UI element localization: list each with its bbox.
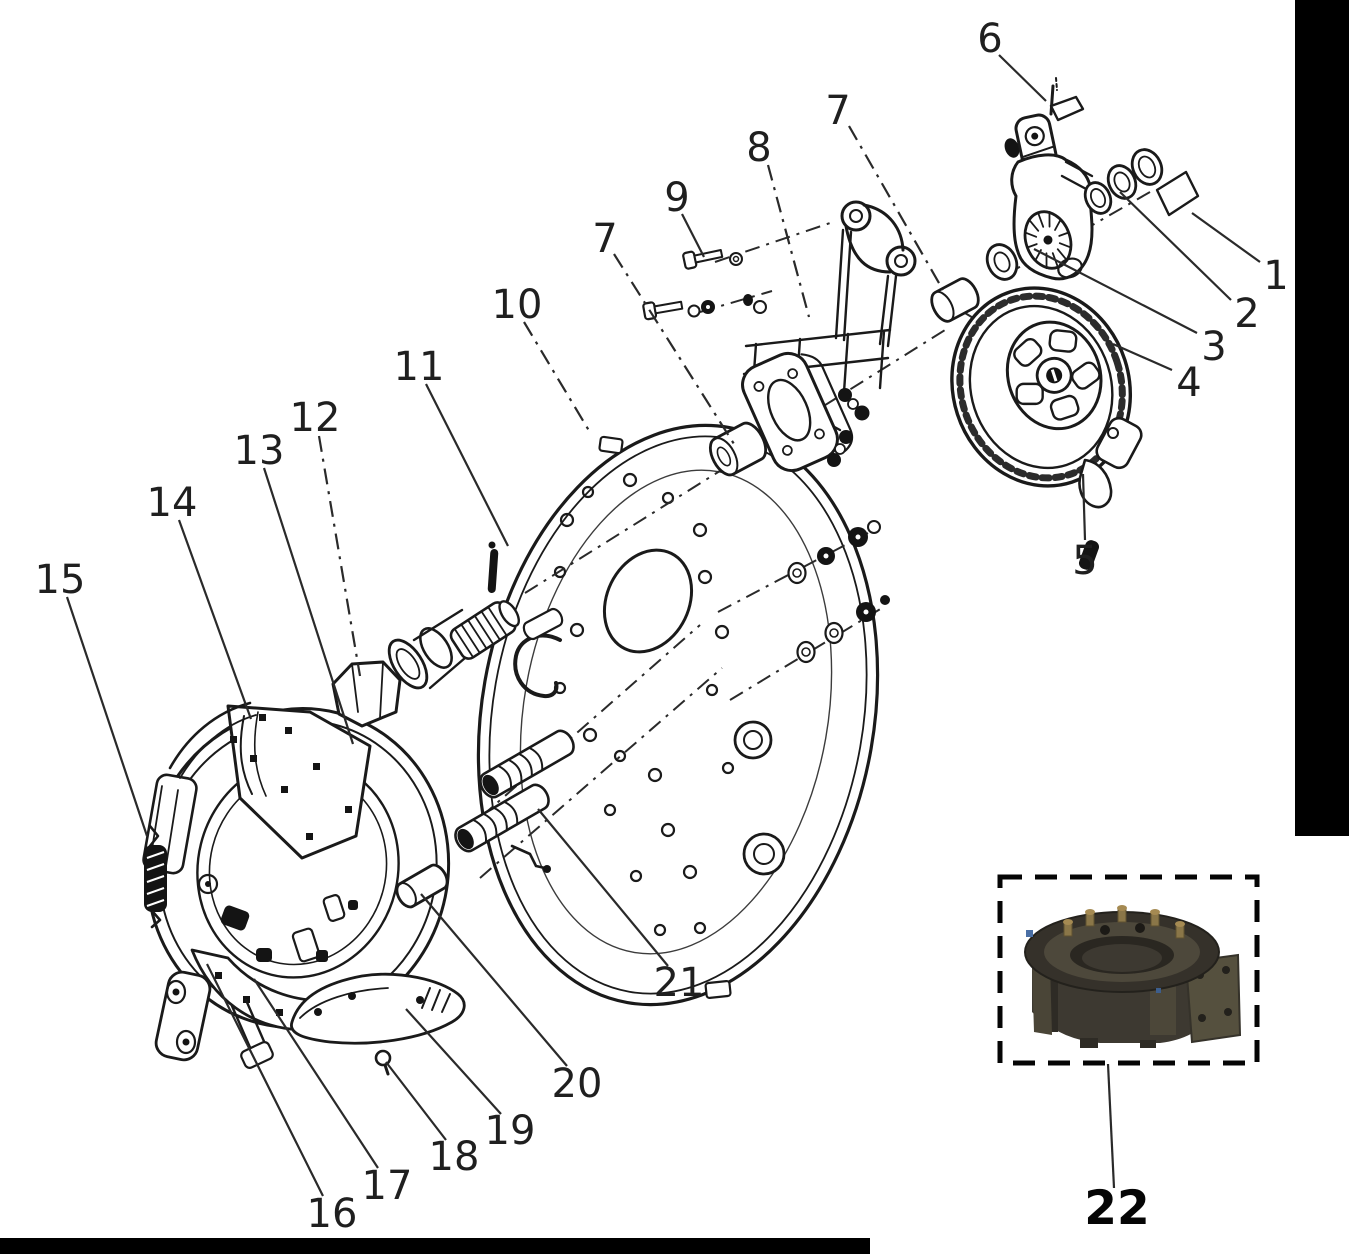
callout-leader-1-0 xyxy=(1191,212,1261,263)
callout-leader-18-18 xyxy=(385,1061,447,1141)
shield-bolt xyxy=(374,1049,392,1076)
anchor-pin-lower xyxy=(454,783,550,853)
plate-holes xyxy=(553,472,735,937)
callout-leader-19-19 xyxy=(405,1008,502,1115)
pin-clip-wire xyxy=(510,844,551,873)
part-label-4-3: 4 xyxy=(1176,360,1201,406)
part-label-19-19: 19 xyxy=(485,1108,536,1154)
callout-leader-20-20 xyxy=(420,893,568,1067)
part-label-12-12: 12 xyxy=(290,395,341,441)
callout-leader-21-21 xyxy=(537,808,669,967)
part-label-18-18: 18 xyxy=(429,1134,480,1180)
callout-leader-14-14 xyxy=(177,519,253,720)
small-roller xyxy=(522,607,564,641)
callout-leader-5-4 xyxy=(1081,473,1087,541)
camshaft xyxy=(331,541,564,728)
spline-end xyxy=(449,600,520,660)
callout-leader-8-7 xyxy=(766,164,811,318)
plate-tab-bottom xyxy=(704,979,732,1000)
stud-bolts xyxy=(1063,905,1185,939)
callout-leader-12-12 xyxy=(317,435,362,677)
lock-plate xyxy=(1155,170,1200,217)
fastener-chains xyxy=(787,520,890,664)
shoe-pad-top xyxy=(226,704,372,860)
callout-leader-6-5 xyxy=(998,54,1047,102)
anchor-bushing xyxy=(395,863,449,909)
part-label-17-17: 17 xyxy=(362,1163,413,1209)
callout-leader-2-1 xyxy=(1119,191,1232,301)
part-label-2-1: 2 xyxy=(1234,291,1259,337)
part-label-15-15: 15 xyxy=(35,557,86,603)
lock-pin xyxy=(487,541,499,593)
callout-leader-7-9 xyxy=(613,253,735,445)
callout-leader-7-6 xyxy=(848,125,944,291)
part-label-11-11: 11 xyxy=(394,344,445,390)
spacer-bushing-lower xyxy=(708,421,768,477)
anchor-pin-upper xyxy=(479,729,575,799)
return-spring xyxy=(144,824,167,929)
bracket-bolts xyxy=(642,249,767,321)
plate-bosses xyxy=(733,720,786,876)
callout-leader-4-3 xyxy=(1112,342,1173,372)
mounting-bracket xyxy=(742,200,917,432)
callout-leader-11-11 xyxy=(425,383,509,547)
part-label-21-21: 21 xyxy=(654,960,705,1006)
backing-plate xyxy=(476,423,880,1007)
part-label-5-4: 5 xyxy=(1072,538,1097,584)
part-label-20-20: 20 xyxy=(552,1061,603,1107)
callout-leader-17-17 xyxy=(253,978,379,1169)
part-label-13-13: 13 xyxy=(234,428,285,474)
cotter-pin xyxy=(1049,77,1085,122)
part-label-7-9: 7 xyxy=(592,216,617,262)
part-label-8-7: 8 xyxy=(746,125,771,171)
part-label-9-8: 9 xyxy=(664,175,689,221)
callout-leader-22-22 xyxy=(1106,1063,1116,1189)
anchor-bracket xyxy=(154,970,212,1062)
callout-leader-10-10 xyxy=(523,321,592,435)
black-bar-right xyxy=(1295,0,1349,836)
part-label-7-6: 7 xyxy=(825,88,850,134)
part-label-16-16: 16 xyxy=(307,1191,358,1237)
worm-gear xyxy=(1023,210,1073,270)
adjuster-wheel xyxy=(950,286,1133,488)
callout-leader-3-2 xyxy=(1033,248,1198,334)
plate-tab-top xyxy=(598,435,624,455)
cam-bracket-flange xyxy=(741,351,870,473)
part-label-1-0: 1 xyxy=(1263,253,1288,299)
callout-leader-16-16 xyxy=(206,963,324,1197)
assembled-brake-photo xyxy=(1024,905,1242,1048)
black-bar-bottom xyxy=(0,1238,870,1254)
wheel-clips xyxy=(1078,416,1143,570)
part-label-10-10: 10 xyxy=(492,282,543,328)
part-label-3-2: 3 xyxy=(1201,324,1226,370)
shaft-washers xyxy=(985,148,1200,281)
callout-leader-9-8 xyxy=(681,213,705,258)
part-label-6-5: 6 xyxy=(977,16,1002,62)
slack-adjuster xyxy=(1004,77,1098,281)
part-label-22-22: 22 xyxy=(1084,1181,1149,1236)
callout-leader-15-15 xyxy=(65,596,149,837)
callout-leader-13-13 xyxy=(262,467,355,745)
part-label-14-14: 14 xyxy=(147,480,198,526)
spoked-hub xyxy=(1005,320,1103,431)
inset-box xyxy=(997,874,1260,1066)
brake-shoe-assembly xyxy=(142,701,451,1069)
